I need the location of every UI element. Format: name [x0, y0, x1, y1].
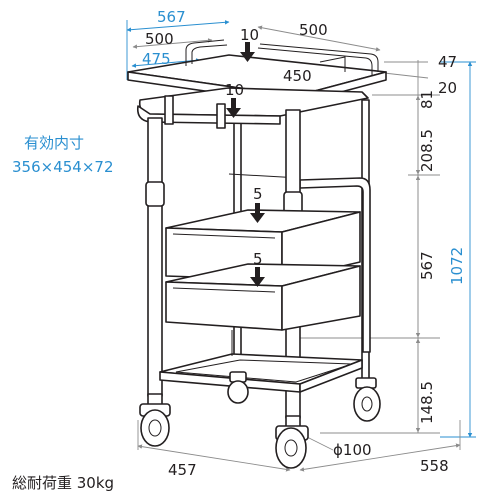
label-h-148-5: 148.5 — [418, 381, 436, 424]
label-top-depth-450: 450 — [283, 67, 312, 85]
label-h-567: 567 — [418, 251, 436, 280]
label-load-top-shelf: 10 — [240, 26, 259, 44]
front-leg-left — [147, 117, 163, 397]
label-top-width-500: 500 — [145, 30, 174, 48]
label-load-lower-tray: 5 — [253, 250, 263, 268]
label-base-depth: 558 — [420, 457, 449, 475]
down-arrow-icon — [250, 203, 265, 223]
caster-front-right — [275, 415, 309, 469]
label-h-81: 81 — [418, 90, 436, 109]
right-frame-tube — [299, 177, 371, 353]
down-arrow-icon — [250, 267, 265, 287]
label-load-upper-tray: 5 — [253, 185, 263, 203]
caster-back-left — [227, 371, 249, 404]
label-top-width-475: 475 — [142, 50, 171, 68]
cart-illustration — [127, 39, 387, 469]
label-base-width: 457 — [168, 461, 197, 479]
label-rail-47: 47 — [438, 53, 457, 71]
down-arrow-icon — [240, 42, 255, 62]
label-total-height: 1072 — [448, 247, 466, 285]
label-top-width-outer: 567 — [157, 8, 186, 26]
label-top-depth-500: 500 — [299, 21, 328, 39]
base-frame — [159, 330, 363, 393]
lower-tray — [165, 263, 361, 331]
label-caster-diameter: ϕ100 — [333, 441, 372, 459]
down-arrow-icon — [226, 98, 241, 118]
label-effective-inner-title: 有効内寸 — [24, 134, 84, 152]
handle-bar — [136, 87, 369, 129]
top-shelf — [127, 39, 387, 105]
upper-tray — [165, 209, 361, 281]
label-load-handle-bar: 10 — [225, 81, 244, 99]
label-rail-20: 20 — [438, 79, 457, 97]
dimension-labels: 567 500 475 500 450 47 20 81 208.5 567 1… — [12, 8, 466, 492]
label-h-208-5: 208.5 — [418, 129, 436, 172]
label-effective-inner-value: 356×454×72 — [12, 158, 113, 176]
load-arrows — [226, 42, 265, 287]
label-total-load: 総耐荷重 30kg — [12, 474, 114, 492]
caster-back-right — [353, 377, 381, 422]
caster-front-left — [139, 393, 171, 447]
